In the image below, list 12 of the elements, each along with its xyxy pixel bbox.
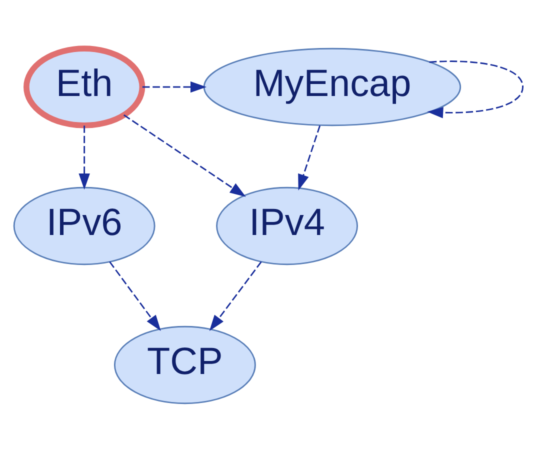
node-ellipse: IPv6	[13, 186, 156, 266]
arrow	[209, 261, 262, 331]
arrow	[142, 81, 207, 93]
arrow	[427, 60, 524, 118]
node-ellipse: MyEncap	[203, 48, 462, 126]
arrow	[298, 125, 321, 190]
arrow	[123, 114, 246, 197]
arrow	[78, 126, 90, 190]
node-ellipse: IPv4	[216, 186, 358, 266]
node-ellipse: TCP	[114, 326, 256, 404]
arrow	[109, 261, 161, 331]
node-ellipse: Eth	[24, 46, 146, 128]
